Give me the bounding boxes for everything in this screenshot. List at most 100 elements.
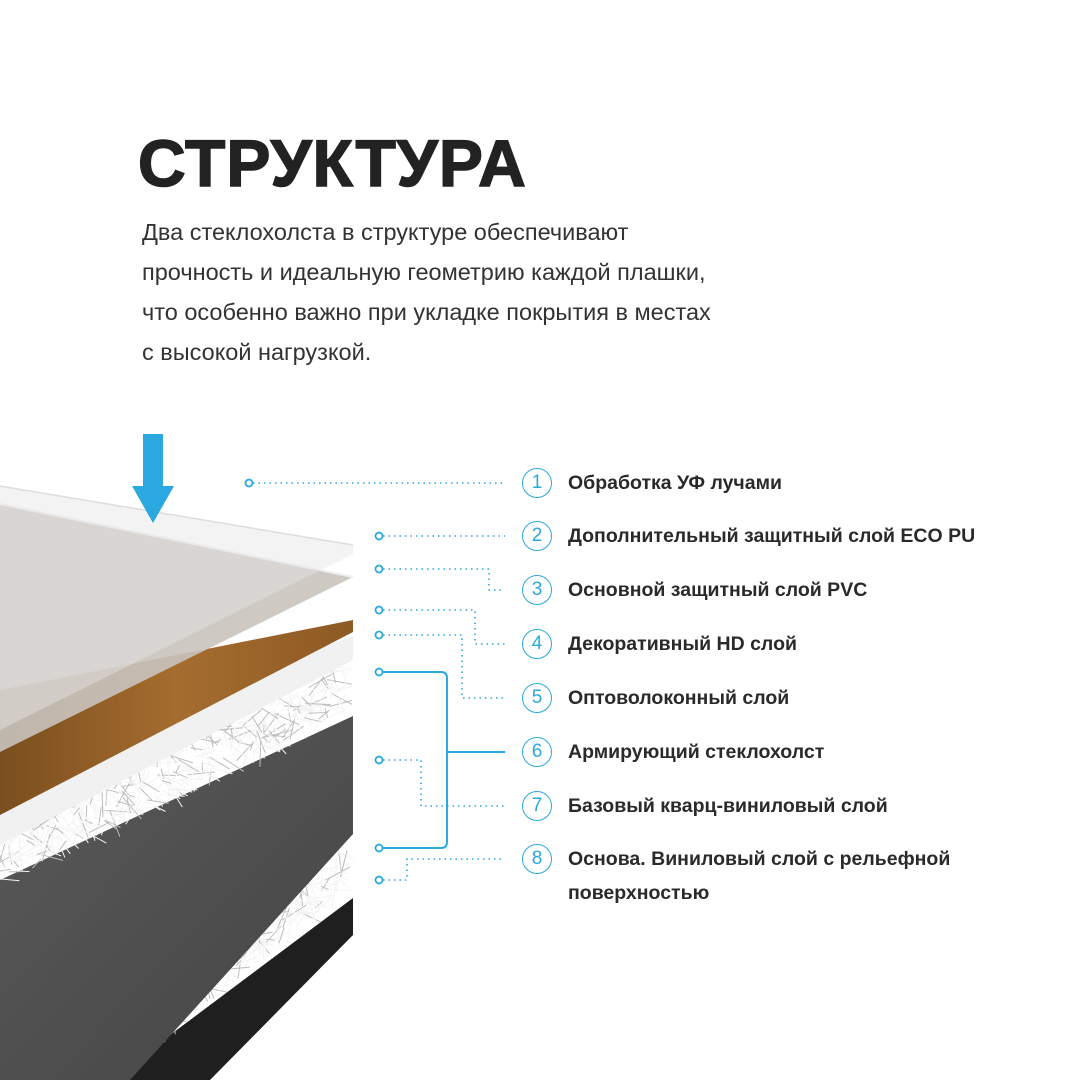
fiber-strand — [334, 684, 346, 693]
fiber-strand — [9, 836, 18, 842]
fiber-strand — [301, 696, 312, 707]
fiber-strand — [168, 785, 183, 808]
fiber-strand — [320, 877, 331, 892]
number-badge: 4 — [522, 629, 552, 659]
fiber-strand — [105, 799, 114, 804]
fiber-strand — [289, 917, 300, 925]
fiber-strand — [188, 764, 198, 782]
fiber-strand — [251, 715, 263, 733]
number-badge: 6 — [522, 737, 552, 767]
fiber-strand — [89, 796, 93, 805]
fiber-strand — [205, 747, 216, 751]
fiber-strand — [242, 709, 262, 727]
fiber-strand — [35, 838, 51, 849]
fiber-strand — [88, 821, 111, 834]
fiber-strand — [115, 805, 132, 818]
fiber-strand — [316, 685, 339, 695]
fiber-strand — [245, 726, 252, 741]
fiber-strand — [151, 785, 163, 789]
layer-label: Армирующий стеклохолст — [568, 741, 825, 763]
fiber-strand — [320, 885, 329, 891]
fiber-strand — [109, 784, 135, 800]
fiber-strand — [310, 699, 322, 710]
fiber-strand — [33, 818, 50, 831]
layer-label-line2: поверхностью — [568, 882, 710, 904]
fiber-strand — [215, 727, 243, 731]
fiber-strand — [333, 865, 349, 889]
fiber-strand — [190, 747, 203, 751]
fiber-strand — [273, 921, 279, 931]
fiber-strand — [262, 721, 273, 739]
fiber-strand — [238, 948, 256, 966]
fiber-strand — [334, 856, 338, 877]
fiber-strand — [308, 711, 329, 714]
fiber-strand — [248, 728, 258, 737]
fiber-strand — [116, 782, 130, 808]
fiber-strand — [261, 723, 286, 740]
fiber-strand — [257, 710, 274, 732]
fiber-strand — [321, 683, 331, 691]
fiber-strand — [137, 796, 150, 813]
description-line: Два стеклохолста в структуре обеспечиваю… — [142, 219, 629, 245]
fiber-strand — [117, 801, 133, 807]
fiber-strand — [116, 818, 126, 825]
page-title: СТРУКТУРА — [137, 126, 527, 200]
fiber-strand — [249, 741, 255, 751]
fiber-strand — [298, 910, 311, 914]
fiber-strand — [159, 776, 166, 787]
fiber-strand — [116, 789, 121, 805]
fiber-strand — [295, 707, 315, 712]
fiber-strand — [271, 712, 280, 717]
fiber-strand — [37, 853, 64, 861]
fiber-strand — [259, 940, 272, 948]
fiber-strand — [3, 863, 6, 875]
arrow-down-icon — [132, 434, 174, 523]
fiber-strand — [56, 827, 64, 835]
fiber-strand — [331, 686, 353, 691]
fiber-strand — [166, 753, 193, 764]
fiber-strand — [170, 765, 188, 782]
fiber-strand — [61, 830, 70, 839]
fiber-strand — [175, 765, 180, 774]
fiber-strand — [207, 757, 218, 776]
description-line: что особенно важно при укладке покрытия … — [142, 299, 711, 325]
fiber-strand — [307, 895, 334, 900]
fiber-strand — [187, 771, 215, 776]
fiber-strand — [288, 719, 291, 747]
fiber-strand — [309, 682, 326, 694]
fiber-strand — [6, 840, 15, 844]
fiber-strand — [236, 743, 253, 761]
fiber-strand — [278, 908, 294, 928]
fiber-strand — [201, 761, 217, 768]
fiber-strand — [69, 805, 75, 820]
layer-label: Декоративный HD слой — [568, 633, 797, 655]
fiber-strand — [41, 847, 62, 857]
fiber-strand — [0, 849, 9, 863]
fiber-strand — [201, 747, 207, 758]
fiber-strand — [277, 924, 280, 948]
fiber-strand — [278, 927, 285, 944]
fiber-strand — [162, 789, 171, 796]
fiber-strand — [322, 704, 331, 707]
fiber-strand — [161, 780, 172, 784]
fiber-strand — [312, 906, 321, 917]
layer-label: Основной защитный слой PVC — [568, 579, 868, 601]
description-line: с высокой нагрузкой. — [142, 339, 372, 365]
connector-dots — [244, 478, 384, 885]
fiber-strand — [0, 878, 20, 882]
fiber-strand — [294, 709, 297, 723]
fiber-strand — [303, 717, 322, 723]
fiber-strand — [256, 706, 269, 728]
description: Два стеклохолста в структуре обеспечиваю… — [142, 212, 862, 372]
fiber-strand — [257, 945, 267, 948]
fiber-strand — [222, 764, 236, 769]
fiber-strand — [318, 703, 326, 723]
fiber-strand — [96, 810, 118, 816]
fiber-strand — [109, 791, 113, 800]
fiber-strand — [211, 739, 221, 745]
layer-label: Обработка УФ лучами — [568, 472, 783, 494]
fiber-strand — [162, 781, 188, 797]
fiber-strand — [46, 843, 55, 850]
fiber-strand — [276, 697, 284, 707]
